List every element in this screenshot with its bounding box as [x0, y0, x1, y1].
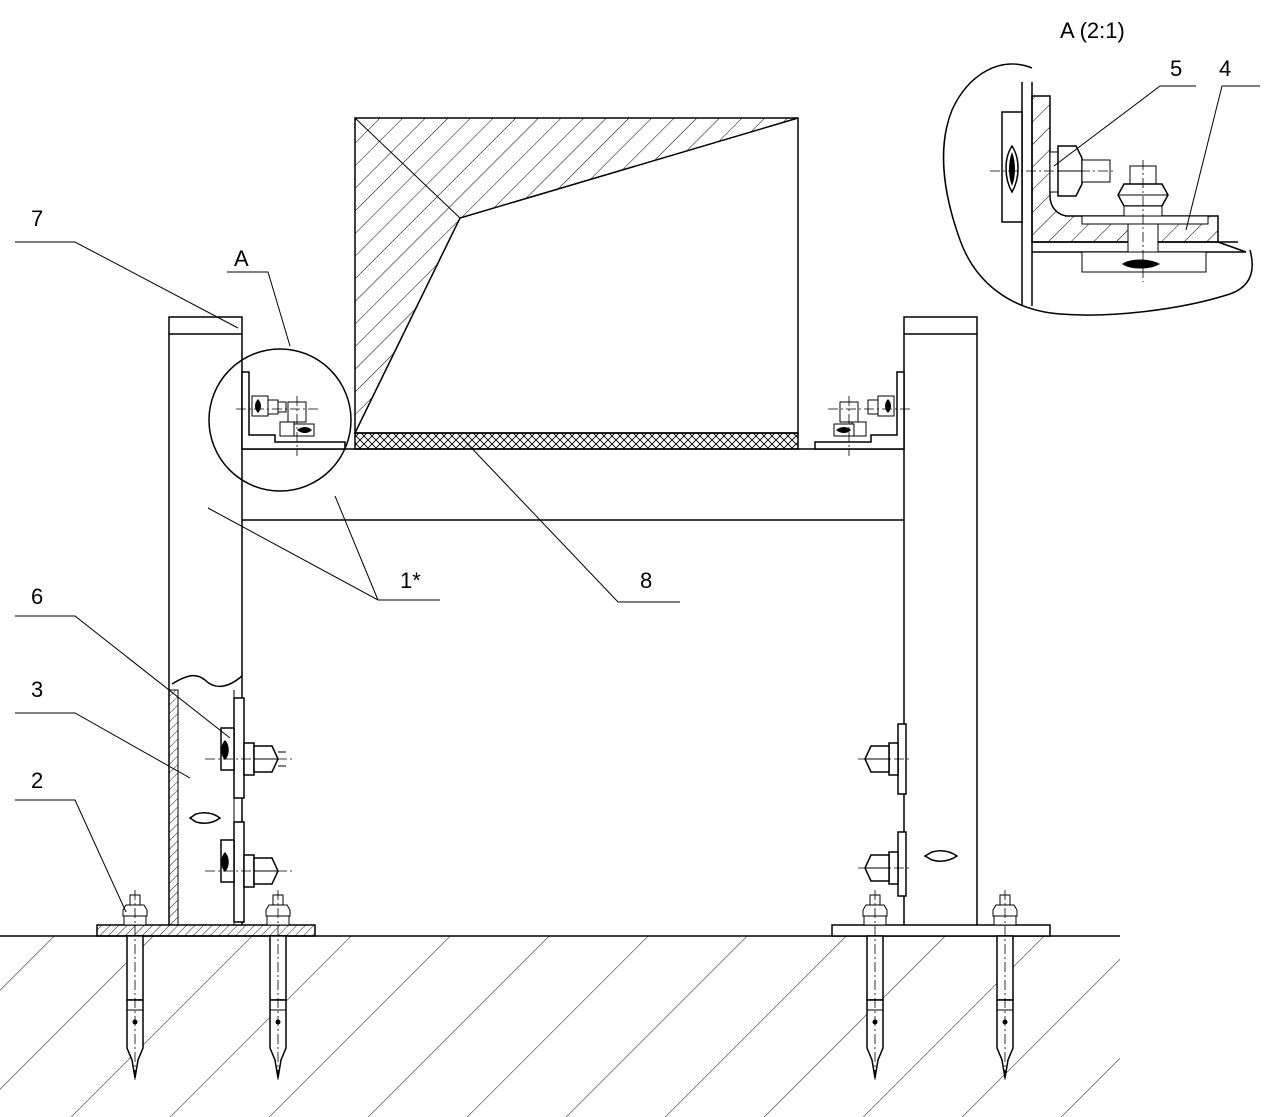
right-angle-support	[814, 371, 910, 456]
foundation-ground	[0, 935, 1120, 1117]
right-base-plate	[831, 924, 1051, 937]
anchor-bolt-1	[122, 890, 148, 1082]
detail-a-title: A (2:1)	[1060, 18, 1125, 43]
pad-layer	[354, 432, 799, 450]
left-base-plate	[96, 924, 316, 937]
callout-7: 7	[31, 206, 43, 231]
callout-8: 8	[640, 568, 652, 593]
right-bracket-upper	[858, 723, 912, 795]
callout-leaders	[15, 85, 1260, 913]
anchor-bolt-3	[862, 890, 888, 1082]
detail-a-marker: A	[234, 246, 249, 271]
left-angle-support	[236, 371, 346, 456]
load-block	[354, 117, 799, 434]
anchor-bolt-2	[265, 890, 291, 1082]
left-bracket-lower	[205, 821, 292, 923]
detail-a-view	[942, 63, 1253, 316]
callout-2: 2	[31, 768, 43, 793]
right-post	[903, 316, 978, 925]
cross-beam	[242, 448, 904, 521]
anchor-bolt-4	[992, 890, 1018, 1082]
left-post	[168, 316, 243, 926]
callout-6: 6	[31, 584, 43, 609]
callout-3: 3	[31, 677, 43, 702]
callout-5: 5	[1170, 56, 1182, 81]
right-bracket-lower	[858, 831, 912, 897]
callout-4: 4	[1219, 56, 1231, 81]
detail-a-circle	[208, 348, 352, 492]
left-bracket-upper	[205, 697, 292, 799]
callout-1: 1*	[400, 568, 421, 593]
